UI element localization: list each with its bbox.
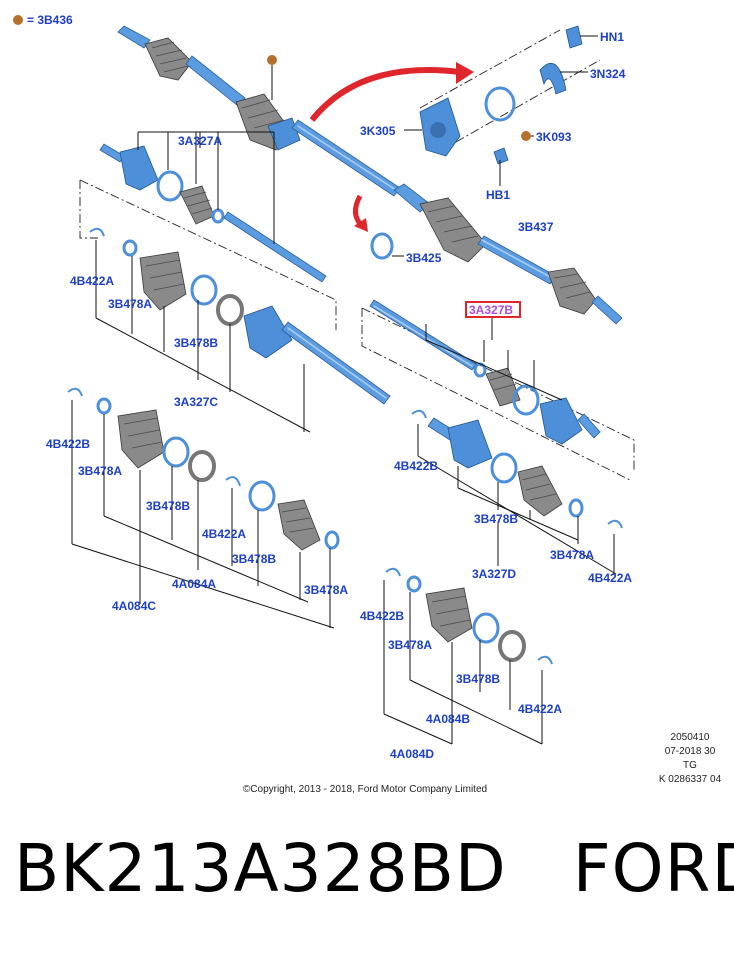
joint-kit-3a327c [89,227,391,433]
bearing-bracket-group [404,25,601,186]
label-4b422b-1: 4B422B [46,437,90,451]
driveshaft-exploded-diagram: = 3B436 [13,13,722,795]
label-4b422a-4: 4B422A [518,702,562,716]
label-4b422b-2: 4B422B [394,459,438,473]
label-4b422a-2: 4B422A [202,527,246,541]
copyright-text: ©Copyright, 2013 - 2018, Ford Motor Comp… [243,784,487,795]
label-3b478b-5: 3B478B [456,672,500,686]
part-labels: HN1 3N324 3K305 3K093 HB1 3B437 3B425 3A… [46,30,632,761]
grease-dot-icon [13,15,23,25]
ref-line-2: 07-2018 30 [665,746,716,757]
ref-line-3: TG [683,760,697,771]
assembly-arrows [309,62,474,232]
part-number-footer: BK213A328BD FORD [14,836,734,902]
brand-name: FORD [572,830,734,907]
label-4b422a-1: 4B422A [70,274,114,288]
boot-kit-4a084c [67,387,340,629]
label-3a327c: 3A327C [174,395,218,409]
label-3n324: 3N324 [590,67,626,81]
joint-kit-3a327a [99,131,327,283]
main-driveshaft [117,25,623,325]
label-3b478a-5: 3B478A [388,638,432,652]
label-3a327b: 3A327B [469,303,513,317]
label-hn1: HN1 [600,30,624,44]
grease-dot-bearing [521,131,531,141]
label-3k093: 3K093 [536,130,572,144]
label-3a327a: 3A327A [178,134,222,148]
label-4a084b: 4A084B [426,712,470,726]
label-3b425: 3B425 [406,251,442,265]
label-4b422a-3: 4B422A [588,571,632,585]
label-3b478b-1: 3B478B [174,336,218,350]
label-3b437: 3B437 [518,220,554,234]
grease-dot-main [267,55,277,65]
label-3b478b-3: 3B478B [232,552,276,566]
label-3a327d: 3A327D [472,567,516,581]
label-3b478a-1: 3B478A [108,297,152,311]
highlight-box-3a327b [465,301,521,318]
legend-text: = 3B436 [27,13,73,27]
label-3b478a-2: 3B478A [78,464,122,478]
label-3k305: 3K305 [360,124,396,138]
label-hb1: HB1 [486,188,510,202]
boot-kit-4a084d [383,567,553,745]
label-3b478a-4: 3B478A [550,548,594,562]
label-3b478b-4: 3B478B [474,512,518,526]
label-4b422b-3: 4B422B [360,609,404,623]
joint-kit-3a327b [369,299,601,445]
part-number: BK213A328BD [14,830,507,907]
label-4a084d: 4A084D [390,747,434,761]
joint-kit-3a327d [411,409,623,575]
ref-line-1: 2050410 [671,732,710,743]
legend: = 3B436 [13,13,73,27]
label-3b478b-2: 3B478B [146,499,190,513]
label-3b478a-3: 3B478A [304,583,348,597]
ref-line-4: K 0286337 04 [659,774,722,785]
diagram-reference: 2050410 07-2018 30 TG K 0286337 04 [659,732,722,785]
label-4a084a: 4A084A [172,577,216,591]
label-4a084c: 4A084C [112,599,156,613]
